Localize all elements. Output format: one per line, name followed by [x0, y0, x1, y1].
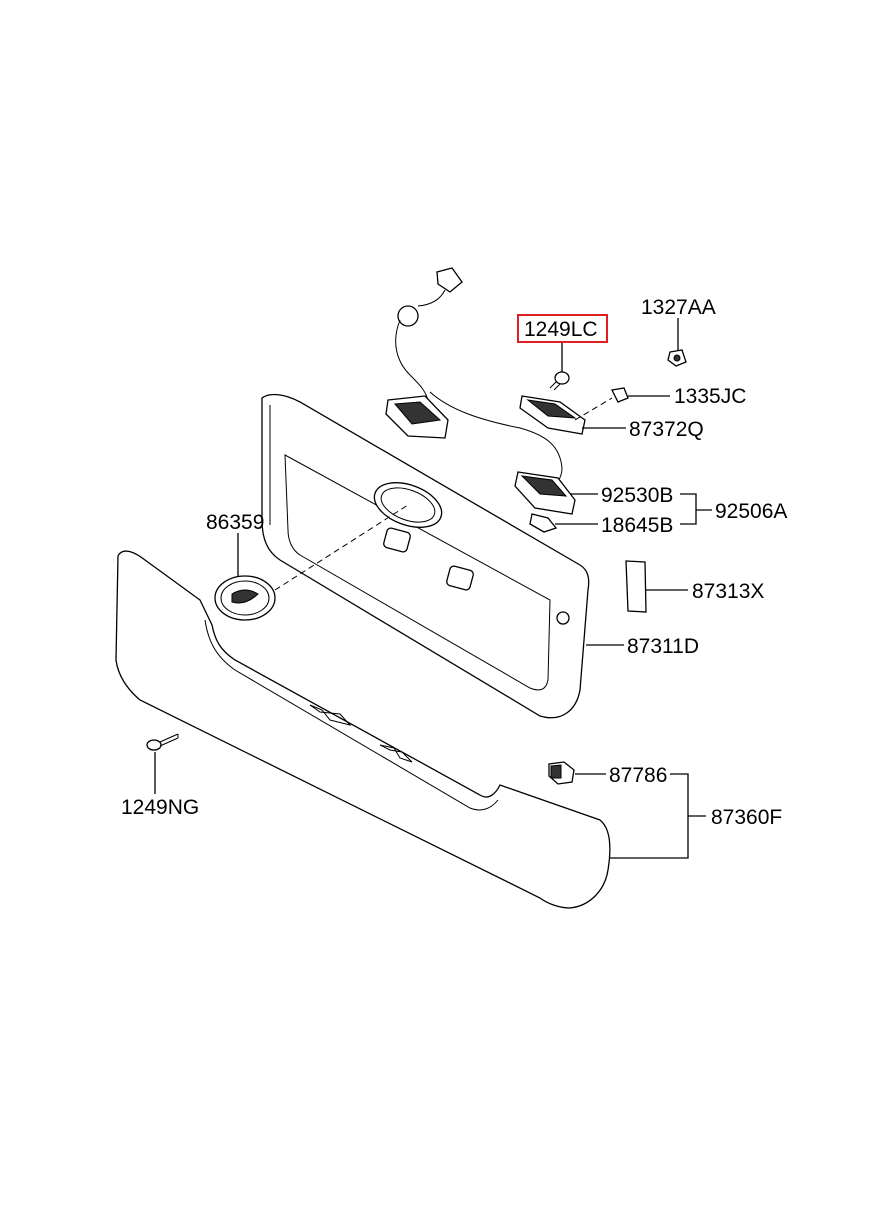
label-1335JC: 1335JC	[674, 385, 746, 408]
label-87311D: 87311D	[627, 635, 699, 658]
clip-87786	[548, 761, 575, 785]
leader-lines	[154, 318, 712, 859]
wiring-harness	[395, 267, 563, 491]
label-87786: 87786	[609, 764, 667, 787]
nut-1327AA	[667, 349, 687, 367]
pad-87313X	[625, 560, 647, 613]
label-87313X: 87313X	[692, 580, 764, 603]
emblem	[214, 575, 276, 621]
bulb	[529, 513, 558, 533]
clip-1335JC	[611, 387, 629, 403]
bumper-garnish	[115, 550, 611, 909]
screw-1249LC	[549, 371, 570, 391]
screw-1249NG	[146, 733, 179, 751]
emblem-leader-dash	[274, 504, 409, 591]
highlight-box	[517, 314, 608, 343]
garnish-panel	[261, 393, 590, 719]
label-92506A: 92506A	[715, 500, 787, 523]
label-87360F: 87360F	[711, 806, 782, 829]
label-1327AA: 1327AA	[641, 296, 716, 319]
label-18645B: 18645B	[601, 514, 673, 537]
label-1249LC: 1249LC	[524, 318, 598, 341]
lamp-lens	[519, 395, 586, 435]
label-1249NG: 1249NG	[121, 796, 199, 819]
label-86359: 86359	[206, 511, 264, 534]
lamp-assy	[514, 471, 576, 515]
label-92530B: 92530B	[601, 484, 673, 507]
license-lamp-left	[385, 395, 449, 439]
label-87372Q: 87372Q	[629, 418, 704, 441]
